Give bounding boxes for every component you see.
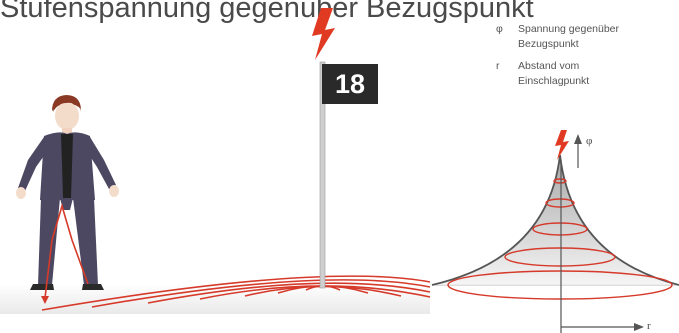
legend-item-r: r Abstand vom Einschlagpunkt (496, 59, 619, 89)
legend-description: Spannung gegenüber Bezugspunkt (518, 22, 619, 52)
person-figure (16, 95, 119, 290)
y-axis-label: φ (586, 135, 592, 147)
potential-funnel-graph (432, 134, 679, 333)
legend-description: Abstand vom Einschlagpunkt (518, 59, 619, 89)
lightning-bolt-icon (312, 8, 335, 60)
legend-symbol: r (496, 59, 500, 74)
x-axis-label: r (647, 320, 651, 332)
legend-item-phi: φ Spannung gegenüber Bezugspunkt (496, 22, 619, 52)
legend: φ Spannung gegenüber Bezugspunkt r Absta… (496, 22, 619, 96)
flag-number: 18 (322, 64, 378, 104)
small-lightning-icon (555, 130, 569, 160)
legend-symbol: φ (496, 22, 503, 37)
